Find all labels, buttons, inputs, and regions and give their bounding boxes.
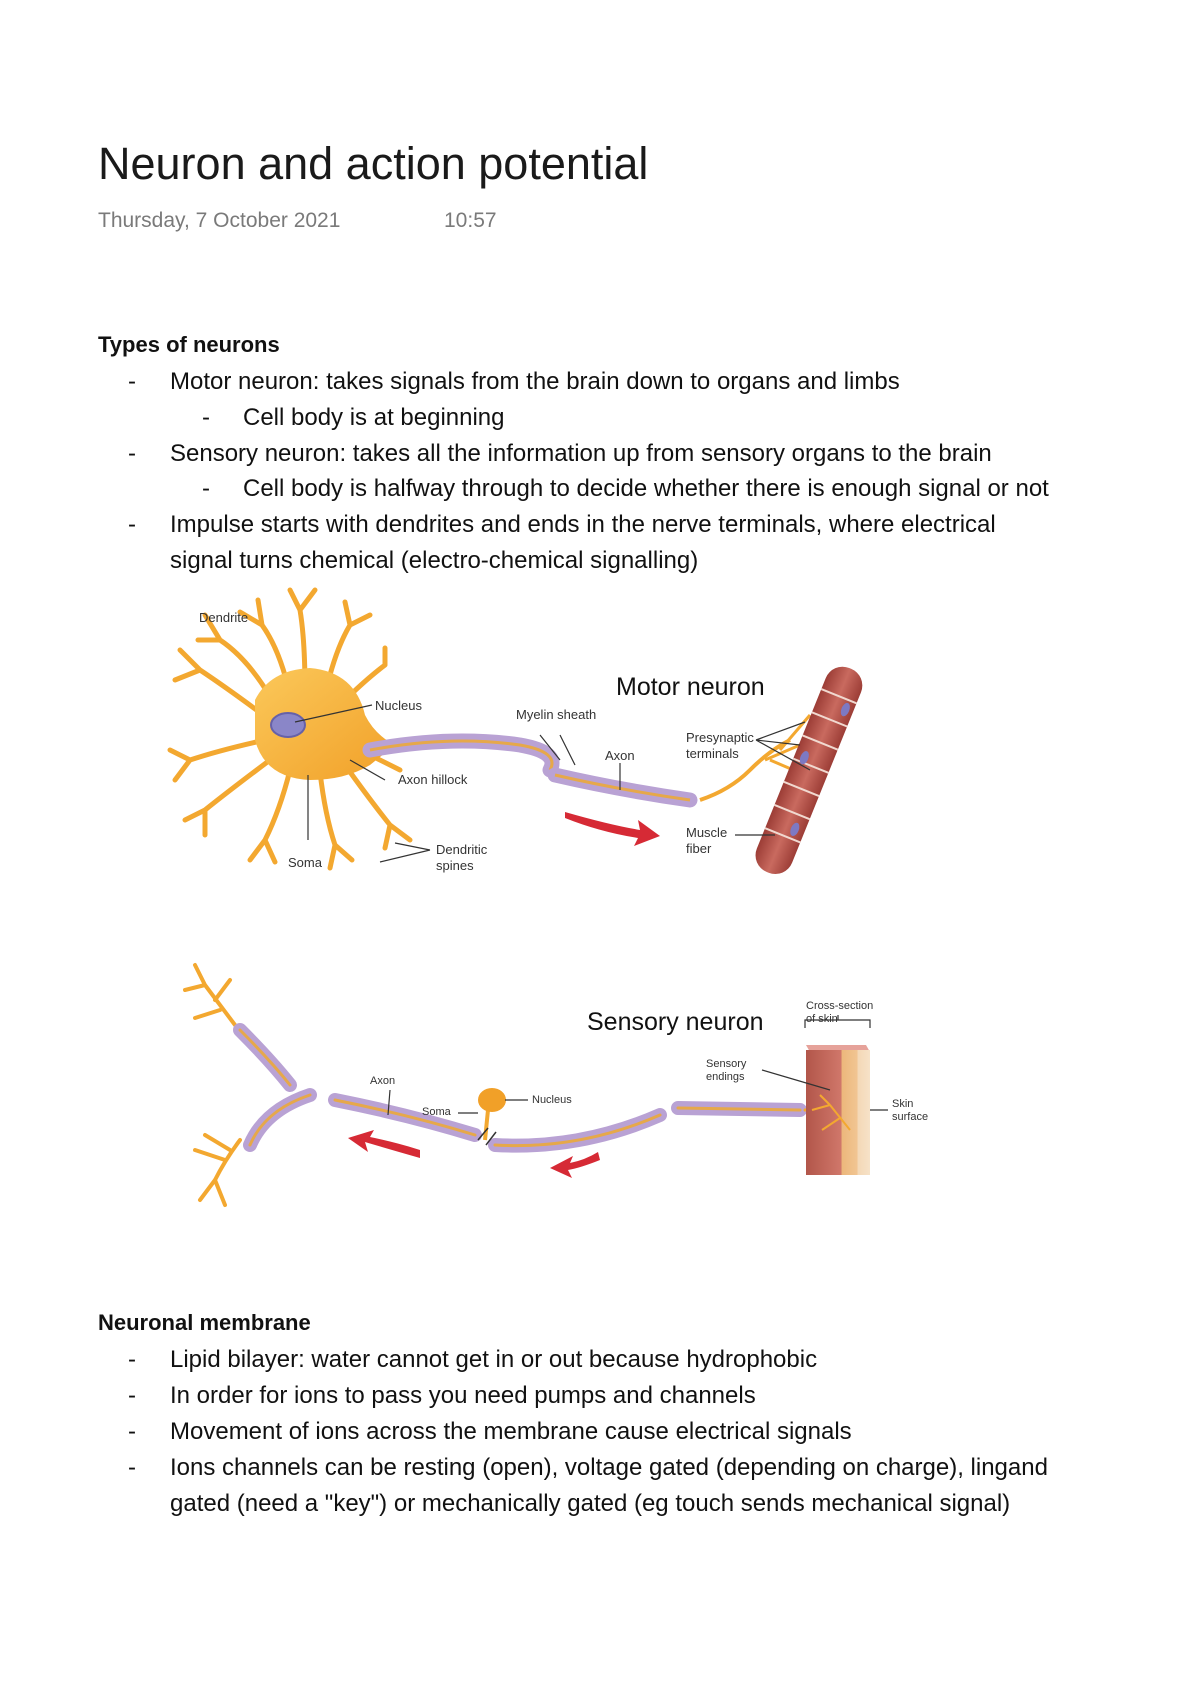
bullet-dash: -	[128, 1418, 136, 1445]
label-sensory-soma: Soma	[422, 1106, 451, 1118]
bullet-lipid-bilayer: - Lipid bilayer: water cannot get in or …	[98, 1342, 1188, 1378]
bullet-dash: -	[128, 511, 136, 538]
label-cross-section-skin: Cross-section of skin	[806, 1000, 874, 1025]
dendrite-branches	[167, 587, 413, 871]
page-title: Neuron and action potential	[98, 138, 649, 189]
label-soma: Soma	[288, 855, 322, 870]
sensory-soma-stalk	[483, 1109, 490, 1141]
sensory-direction-arrow-2	[550, 1152, 600, 1178]
bullet-pumps-channels: - In order for ions to pass you need pum…	[98, 1378, 1188, 1414]
label-sensory-axon: Axon	[370, 1075, 396, 1087]
motor-neuron-heading: Motor neuron	[616, 673, 765, 701]
label-skin-surface: Skin surface	[892, 1098, 929, 1123]
section-heading-membrane: Neuronal membrane	[98, 1310, 311, 1335]
label-muscle-fiber: Muscle fiber	[686, 825, 728, 856]
page-time: 10:57	[444, 209, 497, 232]
bullet-ion-movement: - Movement of ions across the membrane c…	[98, 1414, 1188, 1450]
bullet-impulse: - Impulse starts with dendrites and ends…	[98, 507, 1188, 543]
sensory-direction-arrow-1	[348, 1130, 420, 1158]
bullet-dash: -	[128, 1346, 136, 1373]
label-nucleus: Nucleus	[375, 698, 422, 713]
bullet-sensory-neuron: - Sensory neuron: takes all the informat…	[98, 436, 1188, 472]
label-myelin-sheath: Myelin sheath	[516, 707, 597, 722]
bullet-motor-neuron: - Motor neuron: takes signals from the b…	[98, 364, 1188, 400]
sensory-dendrite-branches	[183, 963, 242, 1207]
label-axon-hillock: Axon hillock	[398, 772, 468, 787]
sensory-axon	[233, 1023, 852, 1153]
label-sensory-endings: Sensory endings	[706, 1058, 747, 1083]
skin-cross-section	[806, 1045, 870, 1175]
motor-soma	[255, 668, 395, 780]
bullet-dash: -	[202, 404, 210, 431]
sensory-neuron-heading: Sensory neuron	[587, 1008, 764, 1036]
label-dendritic-spines: Dendritic spines	[436, 842, 488, 873]
bullet-dash: -	[128, 368, 136, 395]
sensory-soma	[478, 1088, 506, 1112]
bullet-ion-channels-continued: gated (need a "key") or mechanically gat…	[170, 1490, 1011, 1517]
label-presynaptic-terminals: Presynaptic terminals	[686, 730, 754, 761]
motor-direction-arrow	[565, 812, 660, 846]
muscle-fiber	[755, 666, 863, 875]
bullet-dash: -	[128, 440, 136, 467]
label-dendrite: Dendrite	[199, 610, 249, 625]
bullet-cell-body-beginning: - Cell body is at beginning	[98, 400, 1188, 436]
bullet-impulse-continued: signal turns chemical (electro-chemical …	[170, 547, 699, 574]
section-heading-types: Types of neurons	[98, 332, 280, 357]
label-axon: Axon	[605, 748, 635, 763]
label-sensory-nucleus: Nucleus	[532, 1094, 572, 1106]
bullet-dash: -	[202, 475, 210, 502]
bullet-ion-channels: - Ions channels can be resting (open), v…	[98, 1450, 1188, 1486]
page-date: Thursday, 7 October 2021	[98, 209, 341, 232]
bullet-dash: -	[128, 1454, 136, 1481]
bullet-dash: -	[128, 1382, 136, 1409]
motor-nucleus	[270, 712, 306, 738]
bullet-cell-body-halfway: - Cell body is halfway through to decide…	[98, 471, 1188, 507]
